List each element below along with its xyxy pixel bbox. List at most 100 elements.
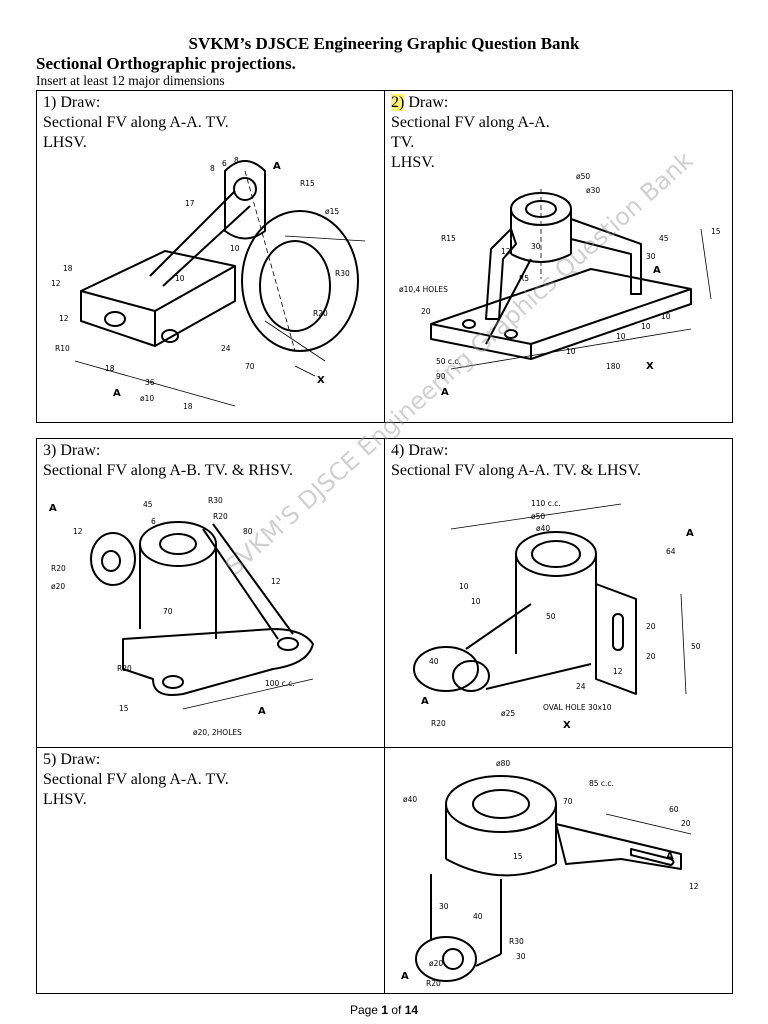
- dim-label: R20: [51, 564, 66, 573]
- dim-label: 20: [681, 819, 691, 828]
- ring-inner: [259, 240, 331, 332]
- dim-label: ø40: [403, 795, 417, 804]
- page-footer: Page 1 of 14: [0, 1003, 768, 1017]
- dim-label: 10: [230, 244, 240, 253]
- base-edge: [430, 323, 532, 345]
- question-instruction: Sectional FV along A-A. TV. & LHSV.: [391, 462, 641, 479]
- dim-label: 180: [606, 362, 621, 371]
- question-label: Draw:: [60, 751, 101, 768]
- boss-hole: [159, 533, 197, 555]
- base-plate: [430, 268, 692, 360]
- question-instruction: Sectional FV along A-A. TV. LHSV.: [391, 114, 550, 171]
- dim-label: 20: [421, 307, 431, 316]
- dim-label: 10: [616, 332, 626, 341]
- dim-label: 10: [471, 597, 481, 606]
- question-label: Draw:: [60, 94, 101, 111]
- drawing-q5: ø80 85 c.c. ø40 70 60 20 15 12 30 40 R30…: [401, 759, 699, 988]
- arm: [465, 603, 532, 650]
- dim-label: 100 c.c.: [265, 679, 295, 688]
- view-arrow-label: X: [563, 720, 571, 731]
- dim-label: 30: [531, 242, 541, 251]
- base-hole: [277, 637, 299, 651]
- dim-label: 18: [183, 402, 193, 411]
- boss-top: [515, 531, 597, 577]
- dim-label: ø40: [536, 524, 550, 533]
- section-mark: A: [686, 528, 694, 539]
- dim-label: 10: [566, 347, 576, 356]
- base-edge: [154, 265, 236, 312]
- dim-label: 90: [436, 372, 446, 381]
- dim-label: R30: [509, 937, 524, 946]
- dim-label: R15: [441, 234, 456, 243]
- dimension-line: [74, 360, 236, 407]
- footer-sep: of: [388, 1003, 405, 1017]
- dim-label: 12: [73, 527, 83, 536]
- dim-label: 20: [646, 622, 656, 631]
- question-3-cell: 3) Draw: Sectional FV along A-B. TV. & R…: [36, 438, 385, 748]
- dim-label: 12: [613, 667, 623, 676]
- side-plate: [595, 583, 637, 695]
- view-arrow-label: X: [317, 375, 325, 386]
- top-boss: [224, 160, 266, 240]
- dimension-line: [284, 235, 366, 242]
- dim-label: R5: [519, 274, 529, 283]
- dim-label: ø15: [325, 207, 339, 216]
- rib: [149, 190, 236, 277]
- dim-label: 12: [51, 279, 61, 288]
- dim-label: 45: [659, 234, 669, 243]
- dim-label: 6: [151, 517, 156, 526]
- arm-slot: [630, 848, 675, 866]
- dim-label: ø20: [51, 582, 65, 591]
- dim-label: 24: [221, 344, 231, 353]
- dim-label: ø20: [429, 959, 443, 968]
- arrow-x: [294, 365, 316, 377]
- dimension-line: [182, 678, 314, 710]
- dim-label: 70: [563, 797, 573, 806]
- slotted-arm: [555, 823, 682, 870]
- question-label: Draw:: [408, 442, 449, 459]
- dim-label: R20: [431, 719, 446, 728]
- question-number: 4): [391, 442, 405, 459]
- dim-label: 40: [473, 912, 483, 921]
- dim-label: 6: [222, 159, 227, 168]
- dim-label: 20: [646, 652, 656, 661]
- boss-hole: [531, 540, 581, 568]
- question-number: 5): [43, 751, 57, 768]
- side-lug: [90, 532, 136, 586]
- dim-label: R15: [300, 179, 315, 188]
- dim-label: 18: [105, 364, 115, 373]
- dim-label: 30: [439, 902, 449, 911]
- question-2-cell: 2) Draw: Sectional FV along A-A. TV. LHS…: [384, 90, 733, 423]
- dim-label: 45: [143, 500, 153, 509]
- dim-label: 12: [501, 247, 511, 256]
- section-mark: A: [49, 503, 57, 514]
- footer-prefix: Page: [349, 1003, 382, 1017]
- dim-label: 30: [516, 952, 526, 961]
- dim-label: 70: [163, 607, 173, 616]
- drawing-q4: 110 c.c. ø50 ø40 64 10 10 50 20 20 50 40…: [413, 499, 701, 731]
- dim-label: ø50: [531, 512, 545, 521]
- dim-label: 50: [546, 612, 556, 621]
- dim-label: ø80: [496, 759, 510, 768]
- dim-label: 40: [429, 657, 439, 666]
- question-5-cell: 5) Draw: Sectional FV along A-A. TV. LHS…: [36, 747, 385, 994]
- dim-label: 24: [576, 682, 586, 691]
- base-block: [80, 250, 236, 347]
- dim-label: 80: [243, 527, 253, 536]
- dim-label: ø25: [501, 709, 515, 718]
- dimension-line: [450, 503, 622, 530]
- boss-bottom: [445, 858, 557, 877]
- dim-label: 8: [210, 164, 215, 173]
- boss-hole: [472, 789, 530, 819]
- section-mark: A: [401, 971, 409, 982]
- dimension-line: [450, 328, 692, 370]
- question-3-text: 3) Draw: Sectional FV along A-B. TV. & R…: [43, 441, 293, 481]
- base-hole: [104, 311, 126, 327]
- dim-label: 12: [271, 577, 281, 586]
- question-4-text: 4) Draw: Sectional FV along A-A. TV. & L…: [391, 441, 641, 481]
- instruction-note: Insert at least 12 major dimensions: [36, 73, 225, 88]
- drawing-q1: R15 ø15 R30 R20 17 8 6 8 18 12 12 R10 18…: [51, 156, 366, 411]
- boss-top: [445, 775, 557, 833]
- dim-label: 50: [691, 642, 701, 651]
- dim-label: 15: [513, 852, 523, 861]
